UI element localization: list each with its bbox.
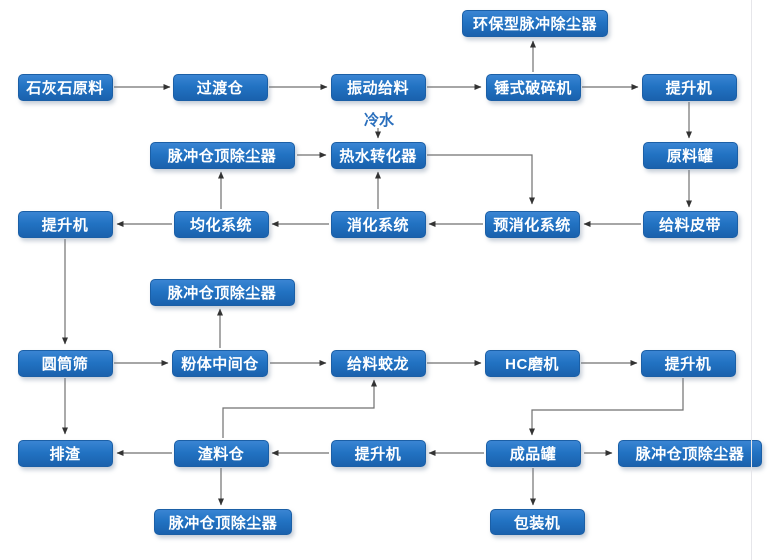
flow-edge-slag-bin-to-feed-screw <box>222 379 377 438</box>
flow-node-elevator-3: 提升机 <box>640 349 736 377</box>
flow-node-elevator-1: 提升机 <box>641 73 737 101</box>
flow-node-feed-screw: 给料蛟龙 <box>330 349 426 377</box>
flow-node-elevator-2: 提升机 <box>17 210 113 238</box>
flow-node-vibrating-feeder: 振动给料 <box>330 73 426 101</box>
flow-node-label: 渣料仓 <box>197 445 245 463</box>
flow-node-pulse-collector-3: 脉冲仓顶除尘器 <box>618 439 762 467</box>
flow-node-pulse-collector-2: 脉冲仓顶除尘器 <box>149 278 295 306</box>
flow-node-label: 圆筒筛 <box>41 355 89 373</box>
flow-node-label: 提升机 <box>354 445 402 463</box>
flow-node-packing-machine: 包装机 <box>489 509 585 535</box>
flow-node-label: 提升机 <box>664 355 712 373</box>
flow-node-label: 热水转化器 <box>339 147 417 165</box>
flow-node-label: 过渡仓 <box>196 79 244 97</box>
flow-node-label: 包装机 <box>513 514 561 532</box>
flow-node-pulse-collector-4: 脉冲仓顶除尘器 <box>154 509 292 535</box>
flow-edge-elevator-3-to-finished-tank <box>529 378 684 436</box>
flow-node-label: 均化系统 <box>189 216 252 234</box>
flow-node-label: 预消化系统 <box>493 216 571 234</box>
flow-node-feed-belt: 给料皮带 <box>642 210 738 238</box>
flow-node-label: 环保型脉冲除尘器 <box>472 15 597 33</box>
flow-node-pre-digestion: 预消化系统 <box>484 210 580 238</box>
page-right-border <box>751 0 752 560</box>
flow-node-label: 脉冲仓顶除尘器 <box>635 445 745 463</box>
flow-node-powder-bin: 粉体中间仓 <box>172 349 268 377</box>
flow-node-hammer-crusher: 锤式破碎机 <box>485 73 581 101</box>
cold-water-label: 冷水 <box>363 111 394 129</box>
flow-node-label: 原料罐 <box>666 147 714 165</box>
flow-node-hc-mill: HC磨机 <box>484 349 580 377</box>
flow-node-pulse-collector-1: 脉冲仓顶除尘器 <box>149 141 295 169</box>
flow-node-raw-tank: 原料罐 <box>642 141 738 169</box>
flow-node-label: 提升机 <box>665 79 713 97</box>
flow-node-label: 提升机 <box>41 216 89 234</box>
flow-node-label: 脉冲仓顶除尘器 <box>168 514 278 532</box>
flow-node-digestion: 消化系统 <box>330 210 426 238</box>
flow-node-label: 给料蛟龙 <box>346 355 409 373</box>
flow-node-label: 给料皮带 <box>658 216 721 234</box>
flow-node-homogenization: 均化系统 <box>173 210 269 238</box>
flow-edge-hot-water-converter-to-pre-digestion <box>427 154 535 205</box>
flow-node-slag-discharge: 排渣 <box>17 439 113 467</box>
flow-node-label: 锤式破碎机 <box>494 79 572 97</box>
flow-node-label: 成品罐 <box>509 445 557 463</box>
flow-node-finished-tank: 成品罐 <box>485 439 581 467</box>
flow-node-limestone-raw: 石灰石原料 <box>17 73 113 101</box>
flow-node-slag-bin: 渣料仓 <box>173 439 269 467</box>
flow-node-eco-pulse-collector: 环保型脉冲除尘器 <box>462 9 608 37</box>
flow-node-label: 排渣 <box>49 445 81 463</box>
flow-node-elevator-4: 提升机 <box>330 439 426 467</box>
flow-node-label: 消化系统 <box>346 216 409 234</box>
flow-node-label: 脉冲仓顶除尘器 <box>167 147 277 165</box>
flow-node-label: 脉冲仓顶除尘器 <box>167 284 277 302</box>
flow-node-label: 石灰石原料 <box>26 79 104 97</box>
flow-node-label: HC磨机 <box>505 355 559 373</box>
flow-node-hot-water-converter: 热水转化器 <box>330 141 426 169</box>
flow-node-transition-bin: 过渡仓 <box>172 73 268 101</box>
flow-node-label: 粉体中间仓 <box>181 355 259 373</box>
flow-node-drum-screen: 圆筒筛 <box>17 349 113 377</box>
flow-node-label: 振动给料 <box>346 79 409 97</box>
